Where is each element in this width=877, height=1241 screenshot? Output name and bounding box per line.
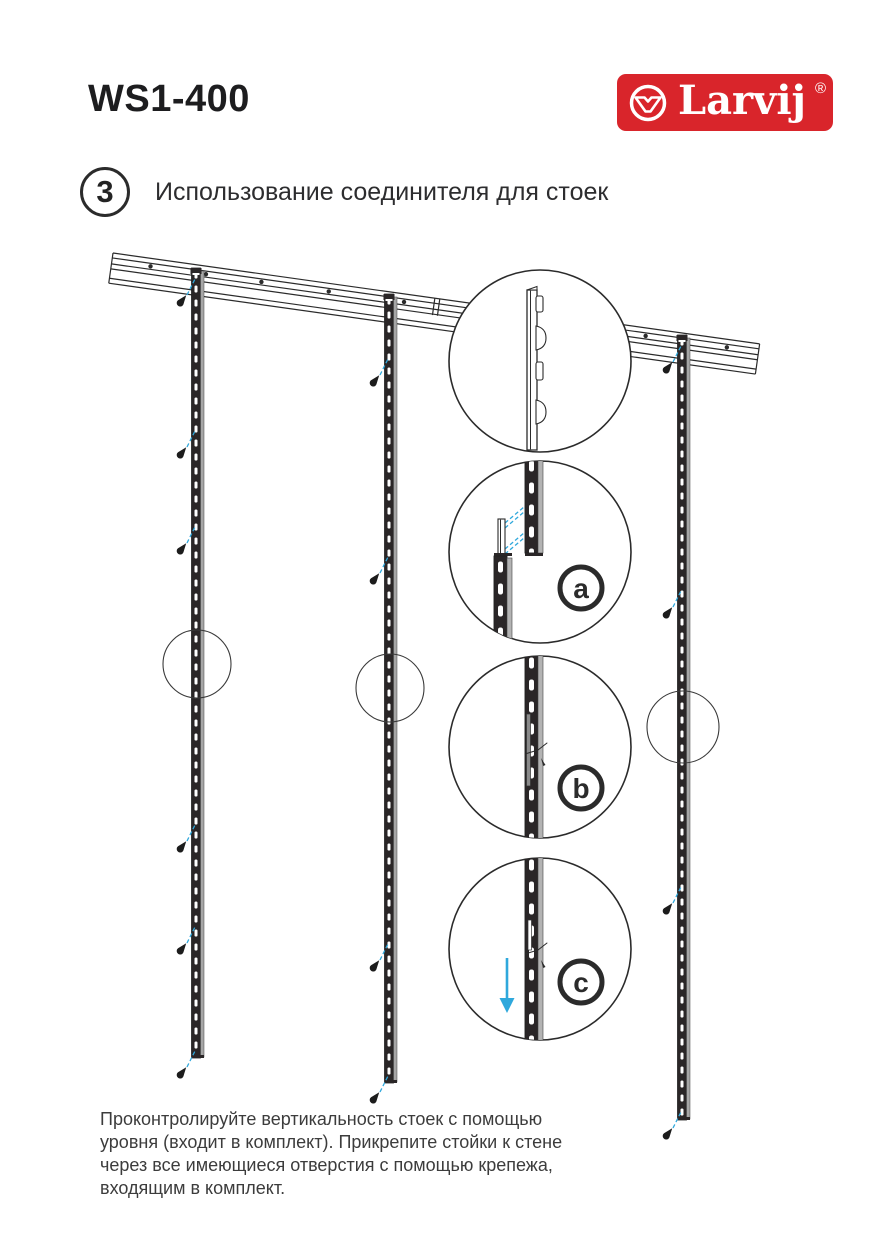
rail-joint-mark: [431, 298, 441, 316]
registered-mark: ®: [814, 80, 826, 97]
upright-middle: [369, 293, 398, 1104]
screw: [662, 1111, 682, 1140]
upright-right: [662, 334, 691, 1140]
screw: [176, 278, 196, 307]
label-b-badge: [557, 764, 605, 812]
model-title: WS1-400: [88, 78, 250, 120]
screw: [176, 926, 196, 955]
joint-marker-left: [162, 629, 232, 699]
brand-name: Larvij: [678, 76, 807, 124]
detail-circle-connector: [448, 269, 632, 453]
slide-down-arrow-icon: [499, 958, 515, 1013]
step-title: Использование соединителя для стоек: [155, 177, 609, 206]
label-a: a: [573, 573, 589, 604]
screw: [176, 526, 196, 555]
label-c: c: [573, 967, 589, 998]
step-header: 3 Использование соединителя для стоек: [80, 167, 608, 217]
screw: [369, 556, 389, 585]
label-b: b: [572, 773, 589, 804]
upright-left: [176, 267, 205, 1079]
brand-logo: Larvij ®: [617, 74, 833, 131]
detail-circle-c: c: [448, 857, 632, 1041]
label-c-badge: [557, 958, 605, 1006]
screw: [176, 430, 196, 459]
label-a-badge: [557, 564, 605, 612]
screw: [662, 590, 682, 619]
joint-marker-middle: [355, 653, 425, 723]
screw: [369, 943, 389, 972]
larvij-circle-v-icon: [629, 84, 667, 121]
screw: [369, 1075, 389, 1104]
screw: [176, 1050, 196, 1079]
joint-marker-right: [646, 690, 720, 764]
detail-circle-b: b: [448, 655, 632, 839]
screw: [662, 345, 682, 374]
footer-note: Проконтролируйте вертикальность стоек с …: [100, 1109, 563, 1198]
screw: [369, 358, 389, 387]
step-number-badge: 3: [80, 167, 130, 217]
step-number: 3: [96, 174, 114, 209]
screw: [662, 886, 682, 915]
top-rail: [108, 252, 761, 375]
detail-circle-a: a: [448, 460, 632, 644]
screw: [176, 824, 196, 853]
